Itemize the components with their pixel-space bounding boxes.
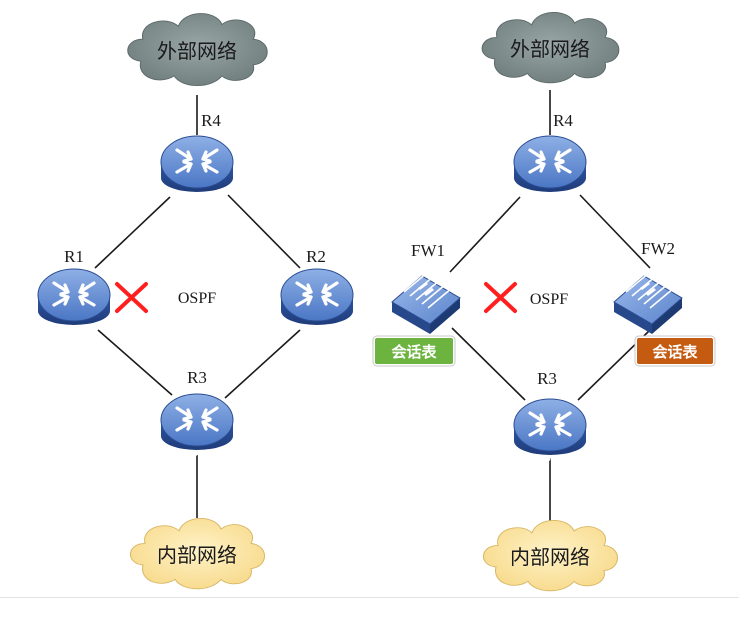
router-icon: ROUTER <box>512 134 588 200</box>
firewall-icon <box>391 271 461 335</box>
router-badge: ROUTER <box>181 192 214 200</box>
external-network-label: 外部网络 <box>157 40 237 63</box>
router-label-r4: R4 <box>553 111 573 130</box>
link-r4-fw1 <box>449 196 521 273</box>
firewall-label-fw1: FW1 <box>411 241 445 260</box>
left-topology: 外部网络 内部网络 ROUTER R4 ROUTER R1 ROUTER R2 … <box>36 13 355 590</box>
link-failed-icon <box>484 282 517 313</box>
router-badge: ROUTER <box>301 325 334 333</box>
firewall-label-fw2: FW2 <box>641 239 675 258</box>
router-badge: ROUTER <box>534 192 567 200</box>
left-links <box>94 95 301 518</box>
link-failed-icon <box>115 282 148 313</box>
link-r4-r2 <box>227 194 301 269</box>
router-label-r1: R1 <box>64 247 84 266</box>
router-label-r4: R4 <box>201 111 221 130</box>
protocol-label: OSPF <box>178 290 216 307</box>
router-label-r3: R3 <box>537 369 557 388</box>
router-badge: ROUTER <box>181 450 214 458</box>
right-topology: 外部网络 内部网络 ROUTER R4 FW1 FW2 会话表 <box>372 11 716 592</box>
router-label-r3: R3 <box>187 368 207 387</box>
external-network-label: 外部网络 <box>510 38 590 61</box>
session-table-label: 会话表 <box>652 343 698 361</box>
link-r2-r3 <box>224 329 301 399</box>
router-icon: ROUTER <box>279 267 355 333</box>
router-icon: ROUTER <box>36 267 112 333</box>
internal-network-label: 内部网络 <box>510 546 590 569</box>
link-fw1-r3 <box>451 327 526 401</box>
router-badge: ROUTER <box>58 325 91 333</box>
bottom-divider <box>0 597 739 598</box>
router-icon: ROUTER <box>159 392 235 458</box>
protocol-label: OSPF <box>530 291 568 308</box>
firewall-icon <box>613 271 683 335</box>
router-label-r2: R2 <box>306 247 326 266</box>
link-r4-fw2 <box>579 194 651 269</box>
session-table-badge-left: 会话表 <box>372 335 456 367</box>
internal-network-label: 内部网络 <box>157 544 237 567</box>
link-r1-r3 <box>97 329 173 396</box>
router-icon: ROUTER <box>159 134 235 200</box>
router-badge: ROUTER <box>534 455 567 463</box>
link-r4-r1 <box>94 196 171 269</box>
right-links <box>449 90 651 522</box>
router-icon: ROUTER <box>512 397 588 463</box>
session-table-label: 会话表 <box>391 343 437 361</box>
session-table-badge-right: 会话表 <box>634 335 716 367</box>
